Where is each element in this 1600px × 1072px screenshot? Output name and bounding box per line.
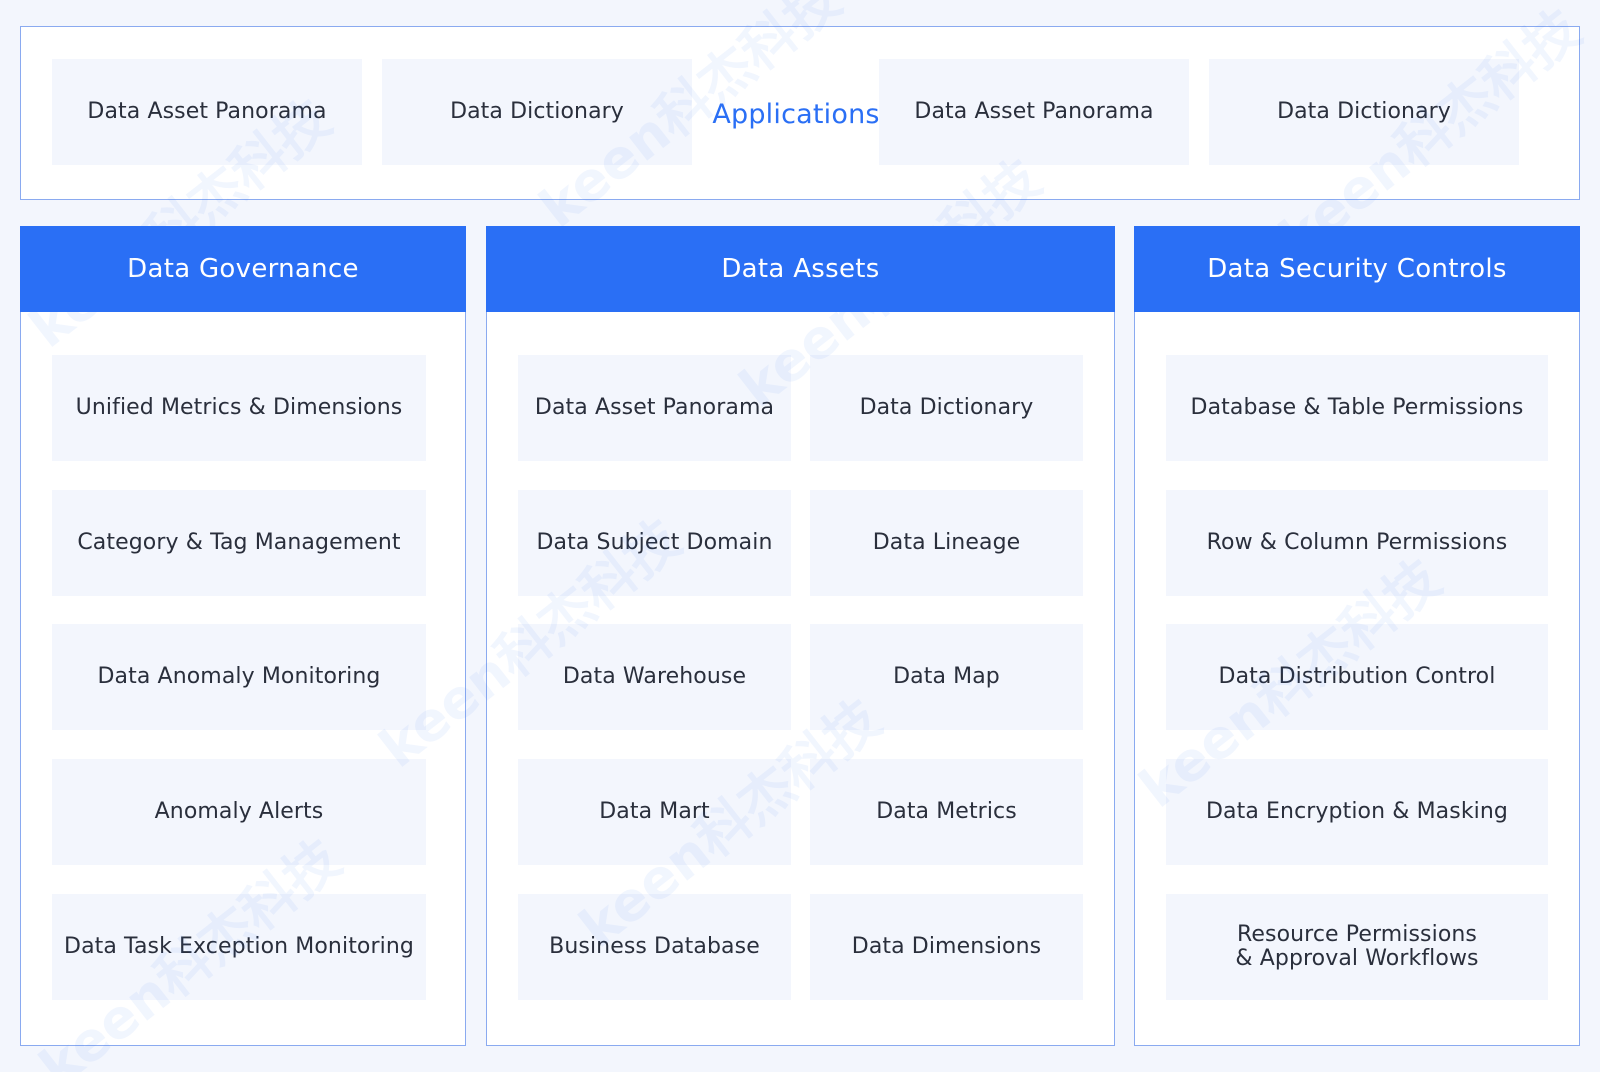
security-header: Data Security Controls — [1134, 226, 1580, 312]
assets-item-label: Data Dimensions — [851, 934, 1042, 959]
security-item-label: Data Distribution Control — [1218, 664, 1496, 689]
applications-title: Applications — [712, 98, 880, 130]
security-panel: Data Security Controls Database & Table … — [1134, 226, 1580, 1046]
app-item-data-dictionary-2[interactable]: Data Dictionary — [1209, 59, 1519, 165]
governance-item-label: Data Task Exception Monitoring — [64, 934, 414, 959]
assets-item-asset-panorama[interactable]: Data Asset Panorama — [518, 355, 791, 461]
assets-item-label: Business Database — [549, 934, 760, 959]
assets-item-subject-domain[interactable]: Data Subject Domain — [518, 490, 791, 596]
assets-panel: Data Assets Data Asset Panorama Data Dic… — [486, 226, 1115, 1046]
app-item-label: Data Dictionary — [1277, 99, 1451, 124]
governance-item-anomaly-monitoring[interactable]: Data Anomaly Monitoring — [52, 624, 426, 730]
assets-item-mart[interactable]: Data Mart — [518, 759, 791, 865]
assets-item-label: Data Metrics — [876, 799, 1017, 824]
assets-item-label: Data Subject Domain — [536, 530, 773, 555]
assets-item-label: Data Warehouse — [562, 664, 747, 689]
security-item-label: Row & Column Permissions — [1206, 530, 1508, 555]
governance-item-anomaly-alerts[interactable]: Anomaly Alerts — [52, 759, 426, 865]
governance-header: Data Governance — [20, 226, 466, 312]
governance-item-label: Category & Tag Management — [77, 530, 401, 555]
assets-item-label: Data Dictionary — [859, 395, 1034, 420]
assets-item-dimensions[interactable]: Data Dimensions — [810, 894, 1083, 1000]
security-item-row-column-permissions[interactable]: Row & Column Permissions — [1166, 490, 1548, 596]
app-item-data-asset-panorama[interactable]: Data Asset Panorama — [52, 59, 362, 165]
governance-item-label: Data Anomaly Monitoring — [97, 664, 381, 689]
security-item-label: Database & Table Permissions — [1190, 395, 1524, 420]
app-item-label: Data Asset Panorama — [87, 99, 327, 124]
assets-item-label: Data Map — [893, 664, 1000, 689]
assets-item-dictionary[interactable]: Data Dictionary — [810, 355, 1083, 461]
security-item-label: Data Encryption & Masking — [1206, 799, 1508, 824]
governance-panel: Data Governance Unified Metrics & Dimens… — [20, 226, 466, 1046]
governance-item-label: Anomaly Alerts — [154, 799, 324, 824]
assets-item-metrics[interactable]: Data Metrics — [810, 759, 1083, 865]
assets-item-label: Data Asset Panorama — [534, 395, 775, 420]
governance-item-label: Unified Metrics & Dimensions — [75, 395, 403, 420]
app-item-label: Data Dictionary — [450, 99, 624, 124]
security-item-resource-permissions[interactable]: Resource Permissions & Approval Workflow… — [1166, 894, 1548, 1000]
assets-item-business-database[interactable]: Business Database — [518, 894, 791, 1000]
security-item-encryption-masking[interactable]: Data Encryption & Masking — [1166, 759, 1548, 865]
applications-layer: Data Asset Panorama Data Dictionary Appl… — [20, 26, 1580, 200]
assets-item-map[interactable]: Data Map — [810, 624, 1083, 730]
assets-item-warehouse[interactable]: Data Warehouse — [518, 624, 791, 730]
assets-item-lineage[interactable]: Data Lineage — [810, 490, 1083, 596]
assets-header: Data Assets — [486, 226, 1115, 312]
app-item-label: Data Asset Panorama — [914, 99, 1154, 124]
security-item-distribution-control[interactable]: Data Distribution Control — [1166, 624, 1548, 730]
app-item-data-dictionary[interactable]: Data Dictionary — [382, 59, 692, 165]
governance-item-category-tag[interactable]: Category & Tag Management — [52, 490, 426, 596]
assets-item-label: Data Mart — [599, 799, 710, 824]
app-item-data-asset-panorama-2[interactable]: Data Asset Panorama — [879, 59, 1189, 165]
security-item-db-table-permissions[interactable]: Database & Table Permissions — [1166, 355, 1548, 461]
security-item-label: Resource Permissions & Approval Workflow… — [1235, 922, 1479, 971]
assets-item-label: Data Lineage — [872, 530, 1021, 555]
governance-item-task-exception[interactable]: Data Task Exception Monitoring — [52, 894, 426, 1000]
governance-item-unified-metrics[interactable]: Unified Metrics & Dimensions — [52, 355, 426, 461]
